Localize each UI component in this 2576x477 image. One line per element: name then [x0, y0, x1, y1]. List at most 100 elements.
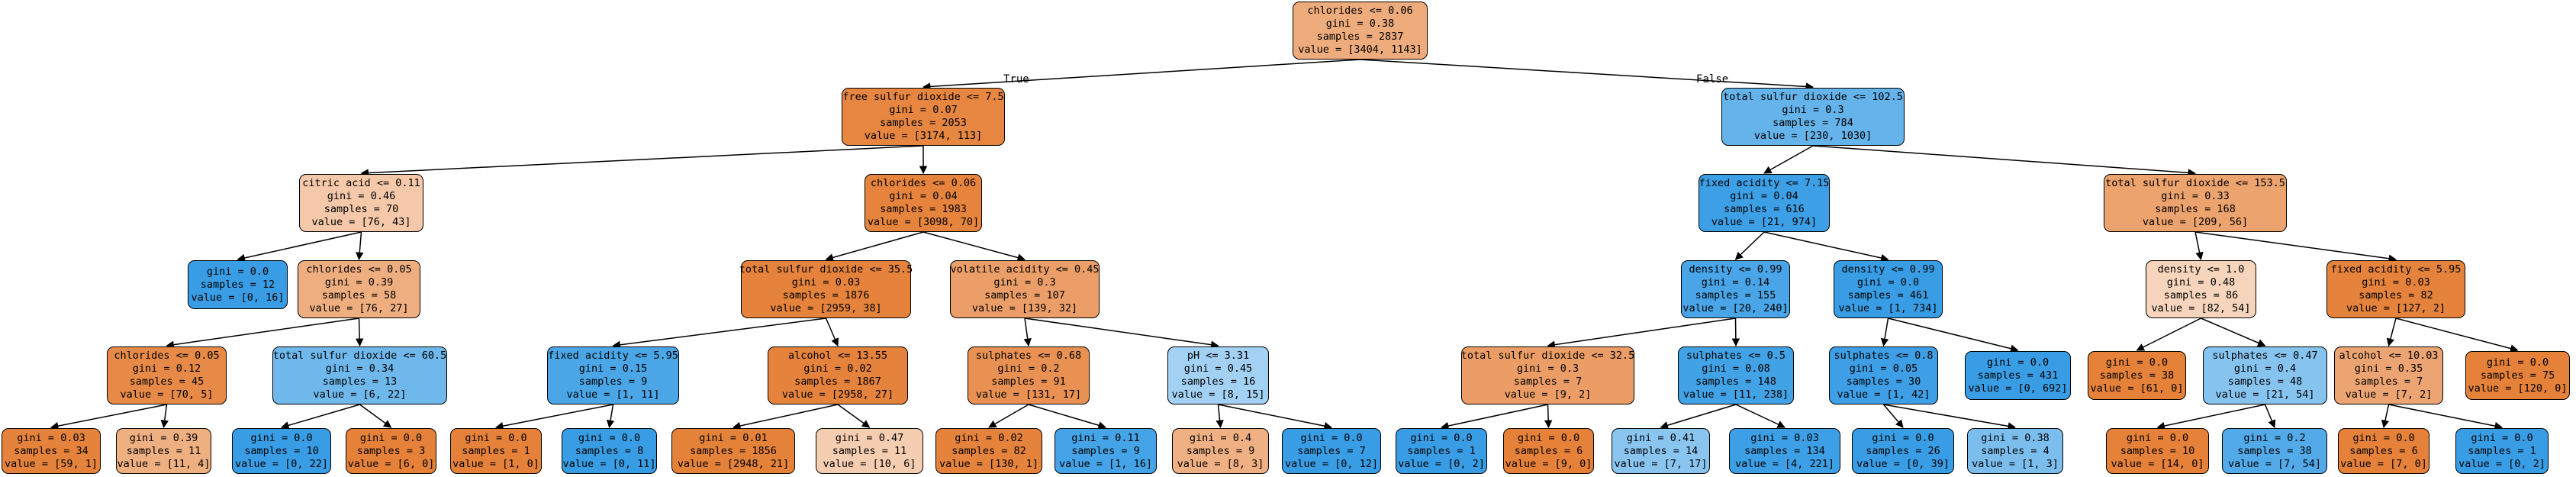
node-line: gini = 0.0: [1517, 431, 1580, 444]
node-line: gini = 0.0: [2471, 431, 2533, 444]
node-line: gini = 0.08: [1702, 363, 1770, 375]
node-line: value = [1, 42]: [1837, 388, 1930, 401]
node-line: samples = 58: [321, 289, 397, 301]
node-line: samples = 38: [2099, 369, 2175, 382]
tree-edge: [166, 317, 359, 349]
node-line: value = [2948, 21]: [677, 457, 790, 470]
tree-edge: [1024, 317, 1219, 349]
node-line: samples = 155: [1695, 289, 1776, 301]
node-line: gini = 0.11: [1071, 431, 1140, 444]
node-line: value = [7, 54]: [2228, 457, 2321, 470]
node-line: value = [139, 32]: [971, 302, 1078, 314]
node-line: value = [70, 5]: [120, 388, 214, 401]
node-line: value = [3174, 113]: [864, 130, 983, 142]
node-line: gini = 0.38: [1981, 431, 2050, 444]
node-line: value = [1, 16]: [1059, 457, 1152, 470]
node-line: value = [0, 11]: [562, 457, 656, 470]
node-line: fixed acidity <= 5.95: [548, 350, 678, 362]
node-line: value = [0, 22]: [235, 457, 328, 470]
tree-edge: [355, 317, 364, 347]
node-line: samples = 8: [575, 444, 644, 457]
tree-edge: [1731, 317, 1740, 347]
node-line: gini = 0.14: [1701, 276, 1770, 288]
node-line: samples = 10: [244, 444, 319, 457]
node-line: value = [82, 54]: [2151, 302, 2251, 314]
node-line: gini = 0.0: [1986, 356, 2050, 369]
node-line: samples = 91: [991, 375, 1066, 388]
node-line: gini = 0.02: [803, 363, 872, 375]
node-line: samples = 2053: [880, 117, 967, 129]
node-line: gini = 0.0: [1872, 431, 1934, 444]
node-line: value = [14, 0]: [2111, 457, 2204, 470]
tree-edge: [1734, 231, 1765, 260]
node-line: fixed acidity <= 7.15: [1699, 177, 1830, 189]
node-line: value = [0, 2]: [1398, 457, 1485, 470]
node-line: gini = 0.48: [2166, 276, 2236, 288]
tree-edge: [1888, 317, 2019, 353]
tree-edge: [2136, 317, 2201, 351]
node-line: samples = 38: [2237, 444, 2312, 457]
node-line: gini = 0.41: [1626, 431, 1695, 444]
node-line: value = [11, 4]: [117, 457, 211, 470]
node-line: gini = 0.39: [324, 276, 394, 288]
node-line: gini = 0.0: [2352, 431, 2415, 444]
node-line: gini = 0.0: [465, 431, 527, 444]
tree-edge: [1023, 317, 1032, 347]
node-line: value = [76, 43]: [311, 216, 411, 228]
tree-edge: [2381, 404, 2390, 429]
node-line: value = [61, 0]: [2090, 382, 2184, 395]
node-line: samples = 6: [1514, 444, 1583, 457]
node-line: sulphates <= 0.68: [975, 350, 1082, 362]
node-line: samples = 30: [1846, 375, 1921, 388]
node-line: value = [209, 56]: [2142, 216, 2249, 228]
node-line: samples = 9: [1071, 444, 1140, 457]
node-line: gini = 0.0: [2486, 356, 2549, 369]
node-line: fixed acidity <= 5.95: [2330, 263, 2462, 276]
node-line: value = [130, 1]: [939, 457, 1039, 470]
node-line: samples = 1856: [690, 444, 777, 457]
node-line: value = [120, 0]: [2468, 382, 2568, 395]
node-line: samples = 616: [1724, 203, 1805, 215]
node-line: value = [10, 6]: [823, 457, 916, 470]
node-line: value = [7, 0]: [2340, 457, 2427, 470]
node-line: gini = 0.03: [17, 431, 85, 444]
tree-edge: [922, 59, 1360, 91]
node-line: samples = 6: [2349, 444, 2418, 457]
node-line: value = [3098, 70]: [867, 216, 980, 228]
node-line: gini = 0.3: [1782, 104, 1844, 116]
node-line: samples = 45: [129, 375, 204, 388]
tree-edge: [2194, 231, 2204, 261]
node-line: gini = 0.46: [327, 190, 396, 202]
false-branch-label: False: [1696, 73, 1729, 85]
node-line: samples = 784: [1773, 117, 1853, 129]
node-line: gini = 0.0: [2105, 356, 2169, 369]
node-line: value = [6, 22]: [313, 388, 407, 401]
node-line: samples = 70: [324, 203, 399, 215]
node-line: value = [76, 27]: [309, 302, 409, 314]
tree-edge: [1812, 145, 2197, 177]
tree-edge: [2156, 404, 2265, 430]
node-line: gini = 0.2: [2243, 431, 2306, 444]
tree-edge: [1735, 404, 1785, 428]
node-line: gini = 0.0: [578, 431, 641, 444]
tree-edge: [1763, 145, 1814, 174]
node-line: samples = 1983: [880, 203, 967, 215]
tree-edge: [2194, 231, 2397, 263]
tree-edge: [825, 317, 839, 346]
node-line: total sulfur dioxide <= 102.5: [1723, 91, 1903, 103]
node-line: samples = 16: [1180, 375, 1256, 388]
node-line: sulphates <= 0.8: [1834, 350, 1934, 362]
